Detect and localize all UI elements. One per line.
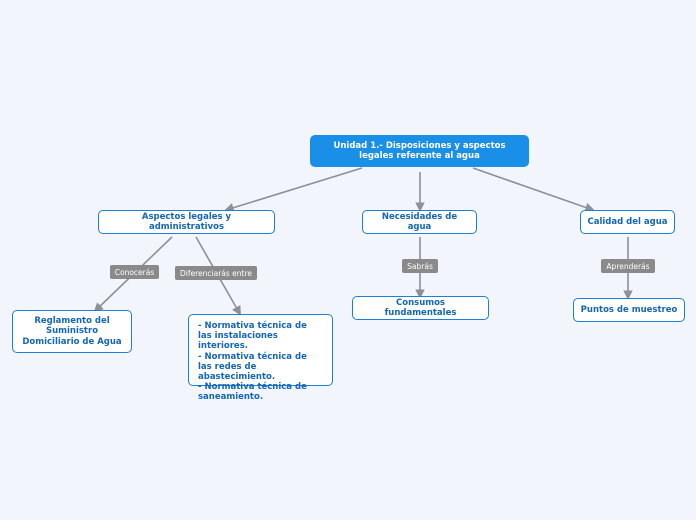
edge-label-conoceras: Conocerás bbox=[110, 265, 159, 279]
node-reglamento[interactable]: Reglamento del Suministro Domiciliario d… bbox=[12, 310, 132, 353]
node-normativa-tecnica-label: - Normativa técnica de las instalaciones… bbox=[198, 321, 307, 403]
node-calidad-agua-label: Calidad del agua bbox=[587, 216, 668, 227]
node-necesidades-agua[interactable]: Necesidades de agua bbox=[362, 210, 477, 234]
connector-root-aspectos bbox=[224, 167, 363, 213]
edge-label-aprenderas: Aprenderás bbox=[601, 259, 655, 273]
node-calidad-agua[interactable]: Calidad del agua bbox=[580, 210, 675, 234]
root-node[interactable]: Unidad 1.- Disposiciones y aspectos lega… bbox=[310, 135, 529, 167]
node-aspectos-legales[interactable]: Aspectos legales y administrativos bbox=[98, 210, 275, 234]
node-normativa-tecnica[interactable]: - Normativa técnica de las instalaciones… bbox=[188, 314, 333, 402]
node-consumos-fundamentales[interactable]: Consumos fundamentales bbox=[352, 296, 489, 320]
node-reglamento-label: Reglamento del Suministro Domiciliario d… bbox=[22, 316, 122, 347]
edge-label-sabras: Sabrás bbox=[402, 259, 438, 273]
node-puntos-muestreo[interactable]: Puntos de muestreo bbox=[573, 298, 685, 322]
root-node-label: Unidad 1.- Disposiciones y aspectos lega… bbox=[333, 140, 506, 161]
node-necesidades-agua-label: Necesidades de agua bbox=[381, 211, 458, 232]
node-puntos-muestreo-label: Puntos de muestreo bbox=[580, 304, 678, 315]
connector-root-calidad bbox=[472, 167, 595, 212]
node-consumos-fundamentales-label: Consumos fundamentales bbox=[384, 297, 457, 318]
node-aspectos-legales-label: Aspectos legales y administrativos bbox=[141, 211, 232, 232]
edge-label-diferenciaras: Diferenciarás entre bbox=[175, 266, 257, 280]
